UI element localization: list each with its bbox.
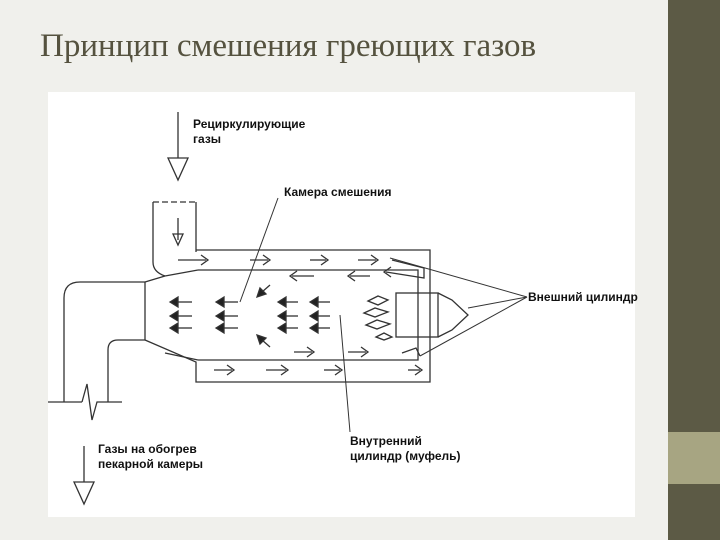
diagram-panel: Рециркулирующие газы Камера смешения Вне… [48, 92, 638, 517]
label-heating-gases: Газы на обогрев пекарной камеры [98, 442, 204, 471]
mixing-diagram [48, 112, 528, 433]
bottom-gap-arrows [214, 346, 424, 376]
recirculation-inlet-arrow [166, 112, 190, 182]
burner [362, 292, 469, 341]
label-recirculating-gases: Рециркулирующие газы [193, 117, 306, 146]
leader-lines [239, 197, 528, 433]
sidebar-accent-block [668, 432, 720, 484]
mixing-chamber-arrows [168, 284, 330, 348]
label-mixing-chamber: Камера смешения [284, 185, 392, 199]
label-inner-cylinder: Внутренний цилиндр (муфель) [350, 434, 461, 463]
label-outer-cylinder: Внешний цилиндр [528, 290, 638, 304]
outlet-duct [48, 281, 145, 421]
top-gap-arrows [178, 254, 425, 282]
flow-arrows [168, 254, 425, 376]
recirculation-duct [152, 201, 197, 277]
inner-cylinder [144, 269, 419, 361]
slide-title: Принцип смешения греющих газов [40, 28, 537, 64]
